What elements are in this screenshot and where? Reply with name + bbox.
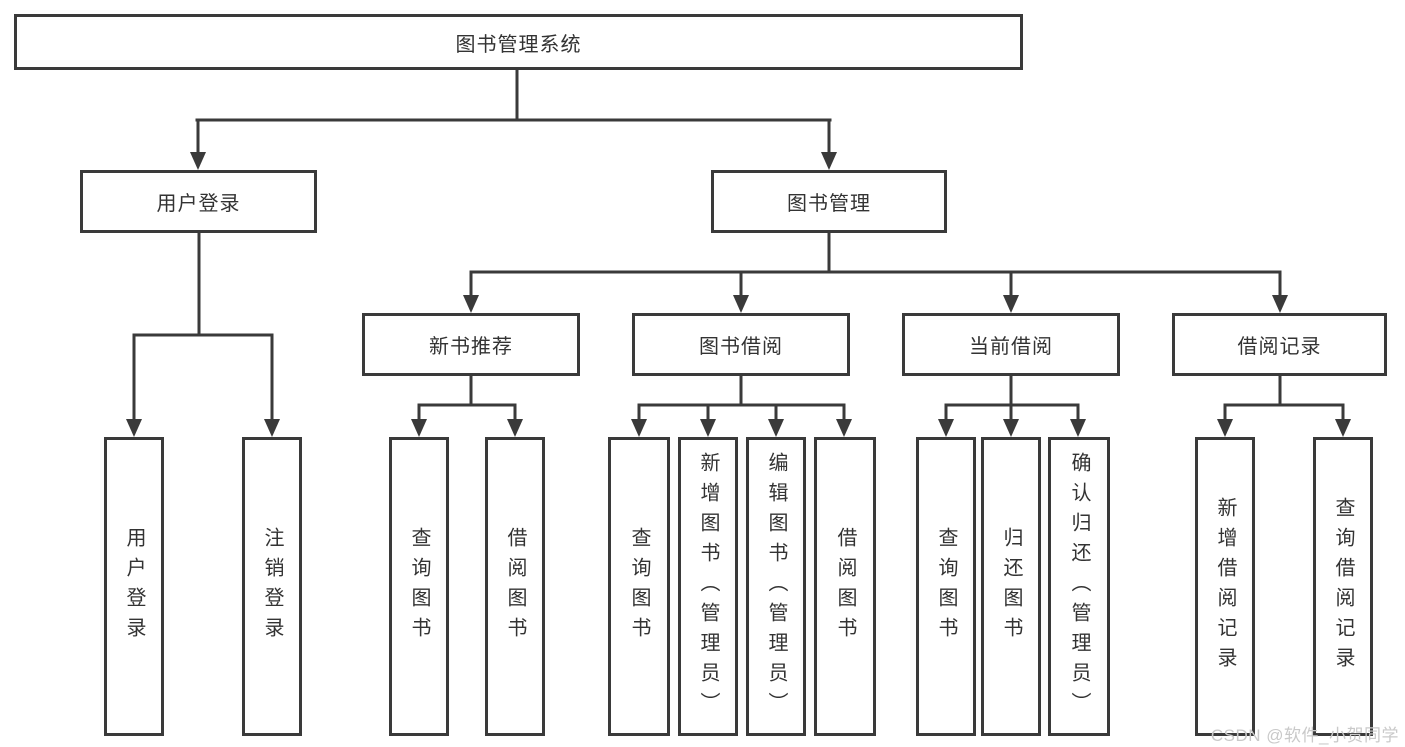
leaf-confirm-return-admin-label: 确认归还（管理员） <box>1068 451 1090 722</box>
leaf-query-books-current: 查询图书 <box>916 437 976 736</box>
leaf-logout: 注销登录 <box>242 437 302 736</box>
connector-current-borrow-to-leaves <box>938 374 1086 437</box>
leaf-return-books-label: 归还图书 <box>1000 526 1022 647</box>
node-root: 图书管理系统 <box>14 14 1023 70</box>
node-root-label: 图书管理系统 <box>455 33 582 56</box>
leaf-logout-label: 注销登录 <box>261 526 283 647</box>
leaf-query-borrow-record-label: 查询借阅记录 <box>1332 496 1354 677</box>
node-new-book-recommend-label: 新书推荐 <box>429 336 513 358</box>
node-current-borrowing-label: 当前借阅 <box>969 336 1053 358</box>
leaf-add-borrow-record-label: 新增借阅记录 <box>1214 496 1236 677</box>
node-borrowing-records: 借阅记录 <box>1172 313 1387 376</box>
node-user-login: 用户登录 <box>80 170 317 233</box>
node-user-login-label: 用户登录 <box>156 193 241 215</box>
leaf-confirm-return-admin: 确认归还（管理员） <box>1048 437 1110 736</box>
node-current-borrowing: 当前借阅 <box>902 313 1120 376</box>
leaf-query-books-recommend: 查询图书 <box>389 437 449 736</box>
leaf-query-books-borrow: 查询图书 <box>608 437 670 736</box>
leaf-add-books-admin: 新增图书（管理员） <box>678 437 738 736</box>
node-book-borrowing-label: 图书借阅 <box>699 336 783 358</box>
node-book-borrowing: 图书借阅 <box>632 313 850 376</box>
leaf-query-books-borrow-label: 查询图书 <box>628 526 650 647</box>
leaf-borrow-books-recommend: 借阅图书 <box>485 437 545 736</box>
connector-borrow-record-to-leaves <box>1217 374 1351 437</box>
leaf-borrow-books-label: 借阅图书 <box>834 526 856 647</box>
connector-book-mgmt-to-level2 <box>463 231 1288 313</box>
leaf-query-books-recommend-label: 查询图书 <box>408 526 430 647</box>
leaf-add-books-admin-label: 新增图书（管理员） <box>697 451 719 722</box>
leaf-user-login: 用户登录 <box>104 437 164 736</box>
connector-book-borrow-to-leaves <box>631 374 852 437</box>
leaf-return-books: 归还图书 <box>981 437 1041 736</box>
node-book-management-label: 图书管理 <box>787 193 871 215</box>
leaf-user-login-label: 用户登录 <box>123 526 145 647</box>
connector-new-book-rec-to-leaves <box>411 374 523 437</box>
connector-root-to-level1 <box>190 68 837 170</box>
leaf-borrow-books-recommend-label: 借阅图书 <box>504 526 526 647</box>
leaf-add-borrow-record: 新增借阅记录 <box>1195 437 1255 736</box>
node-borrowing-records-label: 借阅记录 <box>1237 336 1322 358</box>
leaf-edit-books-admin-label: 编辑图书（管理员） <box>765 451 787 722</box>
watermark: CSDN @软件_小贺同学 <box>1210 726 1399 745</box>
leaf-query-books-current-label: 查询图书 <box>935 526 957 647</box>
connector-user-login-to-leaves <box>126 231 280 437</box>
leaf-borrow-books: 借阅图书 <box>814 437 876 736</box>
leaf-edit-books-admin: 编辑图书（管理员） <box>746 437 806 736</box>
leaf-query-borrow-record: 查询借阅记录 <box>1313 437 1373 736</box>
node-new-book-recommend: 新书推荐 <box>362 313 580 376</box>
node-book-management: 图书管理 <box>711 170 947 233</box>
